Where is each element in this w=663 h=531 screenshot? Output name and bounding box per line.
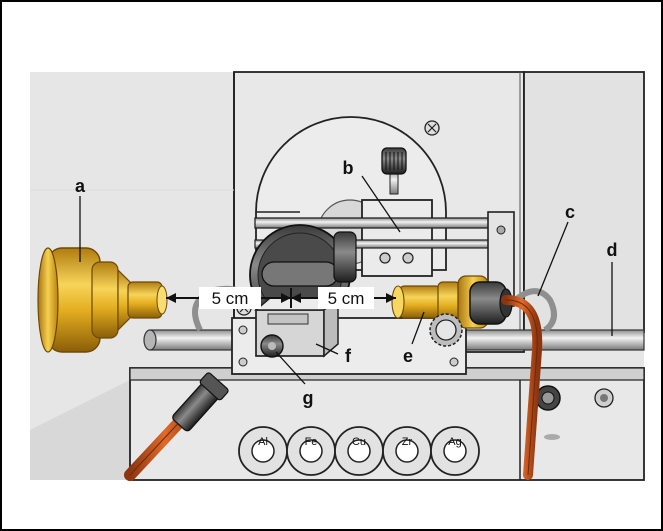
sample-label-ag: Ag	[448, 436, 461, 448]
screw-icon	[424, 120, 440, 136]
sample-label-zr: Zr	[402, 436, 413, 448]
gear-knob[interactable]	[429, 313, 463, 347]
sample-socket-ag[interactable]: Ag	[430, 426, 480, 476]
distance-markers: 5 cm 5 cm	[166, 287, 396, 309]
sample-socket-zr[interactable]: Zr	[382, 426, 432, 476]
base-plate	[30, 367, 645, 481]
label-c: c	[565, 202, 575, 222]
sample-label-al: Al	[258, 436, 268, 448]
thumb-screw[interactable]	[381, 147, 407, 195]
sample-socket-cu[interactable]: Cu	[334, 426, 384, 476]
leader-lines	[79, 175, 613, 385]
left-cable	[124, 372, 229, 481]
part-labels: a b c d e f g	[75, 158, 618, 408]
right-cable	[501, 295, 543, 480]
sample-socket-fe[interactable]: Fe	[286, 426, 336, 476]
label-f: f	[345, 346, 352, 366]
label-b: b	[343, 158, 354, 178]
label-e: e	[403, 346, 413, 366]
adjustment-knob[interactable]	[260, 334, 284, 358]
distance-label-left: 5 cm	[212, 289, 249, 308]
sample-label-cu: Cu	[352, 436, 366, 448]
distance-label-right: 5 cm	[328, 289, 365, 308]
sample-label-fe: Fe	[305, 436, 318, 448]
sample-socket-al[interactable]: Al	[238, 426, 288, 476]
label-a: a	[75, 176, 86, 196]
front-sockets	[535, 385, 614, 440]
label-g: g	[303, 388, 314, 408]
xray-anode	[37, 247, 168, 353]
label-d: d	[607, 240, 618, 260]
sample-sockets: Al Fe Cu Zr Ag	[238, 426, 480, 476]
